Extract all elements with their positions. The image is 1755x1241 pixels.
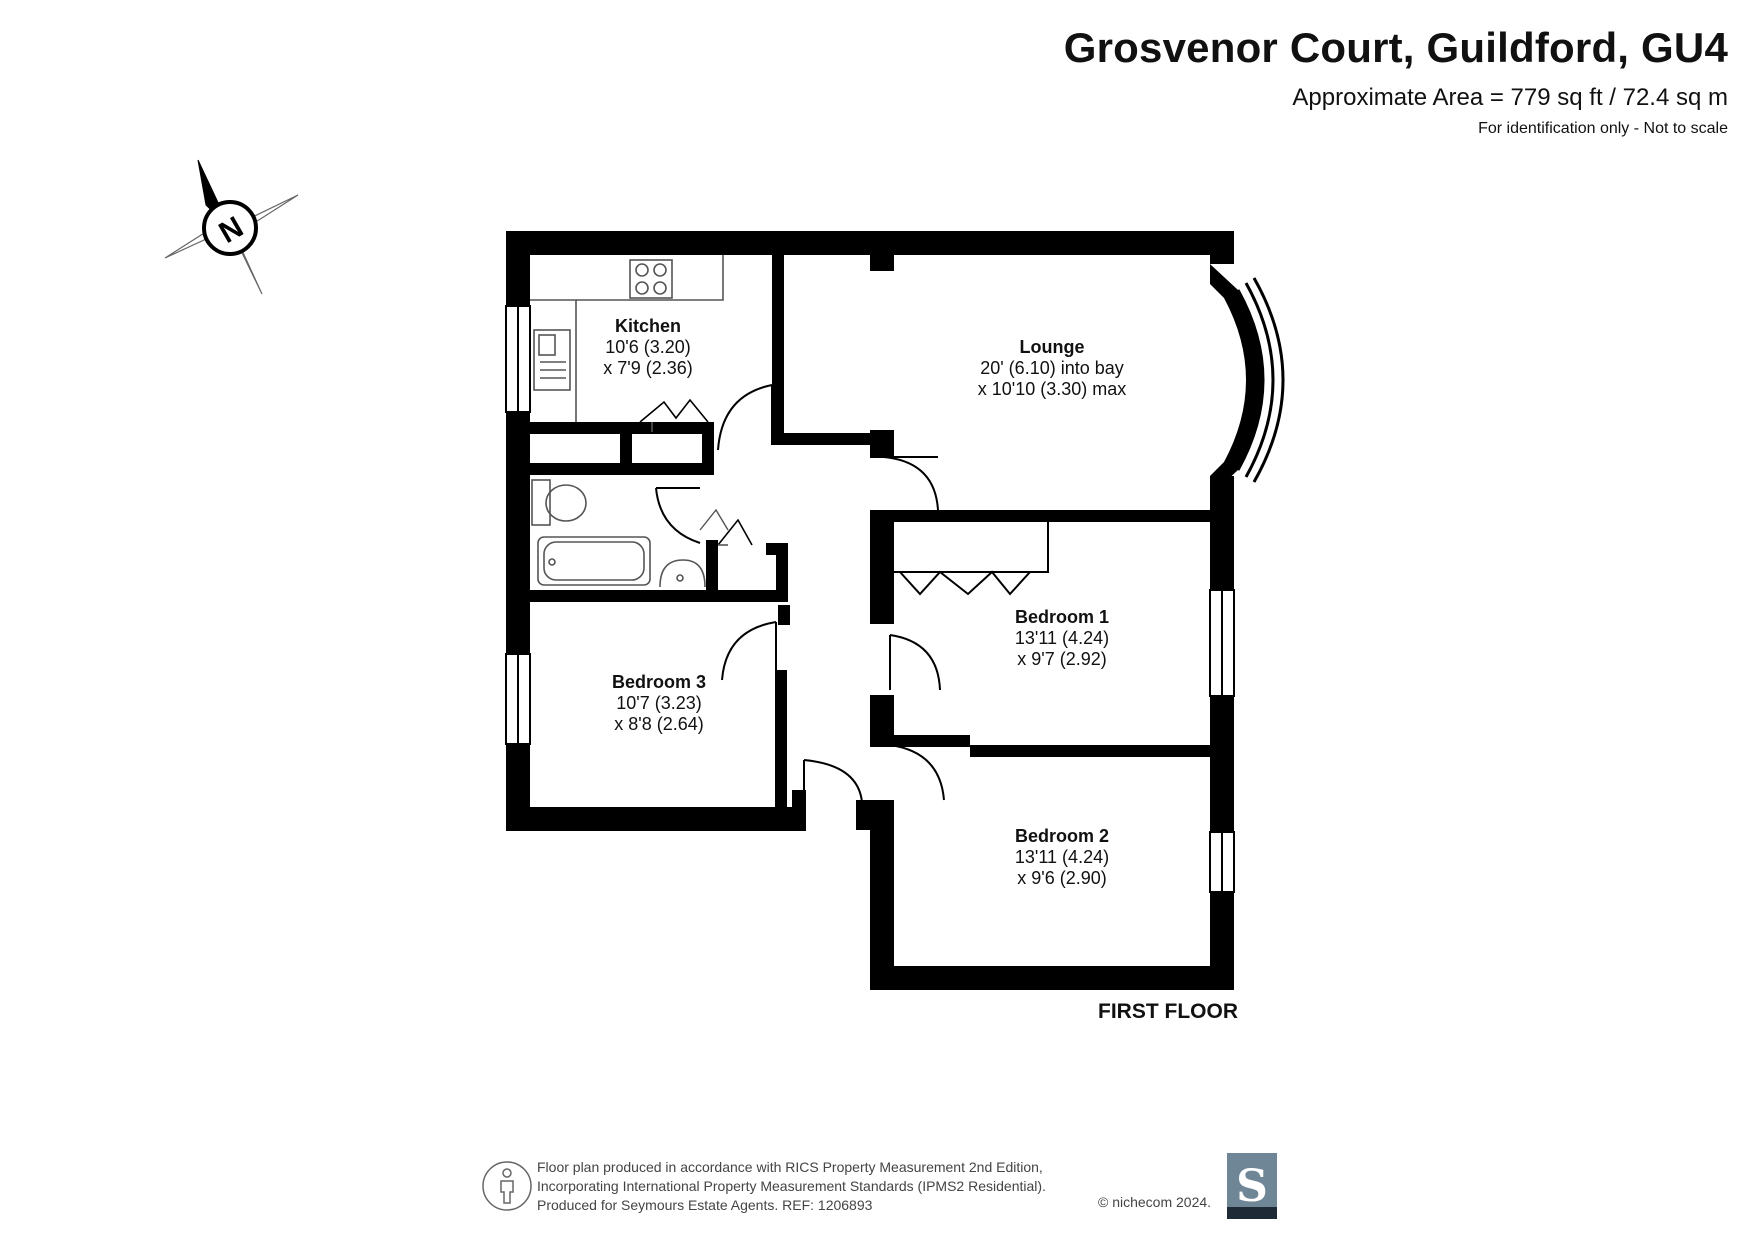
footer-line: Floor plan produced in accordance with R… bbox=[537, 1159, 1043, 1175]
logo-bar bbox=[1227, 1207, 1277, 1219]
door-swings bbox=[655, 384, 945, 803]
windows bbox=[505, 305, 1235, 893]
walls bbox=[506, 231, 1234, 990]
room-name: Bedroom 3 bbox=[611, 672, 707, 692]
room-dimension: 20' (6.10) into bay bbox=[980, 358, 1124, 378]
room-dimension: x 7'9 (2.36) bbox=[603, 358, 693, 378]
identification-note: For identification only - Not to scale bbox=[1478, 120, 1728, 137]
room-bedroom-1: Bedroom 1 13'11 (4.24) x 9'7 (2.92) bbox=[1015, 607, 1109, 670]
room-dimension: x 9'7 (2.92) bbox=[1017, 649, 1107, 669]
approximate-area: Approximate Area = 779 sq ft / 72.4 sq m bbox=[1292, 84, 1728, 111]
fixture-symbols bbox=[699, 508, 729, 531]
room-name: Kitchen bbox=[614, 316, 682, 336]
room-dimension: x 9'6 (2.90) bbox=[1017, 868, 1107, 888]
seymours-logo: S bbox=[1227, 1153, 1277, 1219]
kitchen-fittings bbox=[530, 255, 724, 432]
copyright-text: © nichecom 2024. bbox=[1098, 1194, 1212, 1210]
bay-window bbox=[1210, 264, 1285, 496]
plan-title: Grosvenor Court, Guildford, GU4 bbox=[1063, 24, 1728, 71]
room-bedroom-2: Bedroom 2 13'11 (4.24) x 9'6 (2.90) bbox=[1015, 826, 1109, 889]
room-dimension: 13'11 (4.24) bbox=[1014, 628, 1110, 648]
room-name: Lounge bbox=[1019, 337, 1085, 357]
logo-letter: S bbox=[1236, 1161, 1268, 1212]
person-measurement-icon bbox=[482, 1161, 532, 1211]
room-dimension: 10'7 (3.23) bbox=[616, 693, 702, 713]
floor-label: FIRST FLOOR bbox=[1098, 1000, 1238, 1023]
room-dimension: x 8'8 (2.64) bbox=[614, 714, 704, 734]
room-lounge: Lounge 20' (6.10) into bay x 10'10 (3.30… bbox=[978, 337, 1127, 400]
room-name: Bedroom 1 bbox=[1014, 607, 1110, 627]
wardrobe bbox=[894, 522, 1049, 596]
footer-text: Floor plan produced in accordance with R… bbox=[537, 1158, 1046, 1215]
room-dimension: 10'6 (3.20) bbox=[605, 337, 691, 357]
room-bedroom-3: Bedroom 3 10'7 (3.23) x 8'8 (2.64) bbox=[612, 672, 706, 735]
bathroom-fittings bbox=[531, 479, 753, 588]
room-dimension: x 10'10 (3.30) max bbox=[977, 379, 1127, 399]
room-name: Bedroom 2 bbox=[1014, 826, 1110, 846]
footer-line: Incorporating International Property Mea… bbox=[537, 1178, 1046, 1194]
room-dimension: 13'11 (4.24) bbox=[1014, 847, 1110, 867]
room-kitchen: Kitchen 10'6 (3.20) x 7'9 (2.36) bbox=[603, 316, 692, 379]
compass-icon: N bbox=[164, 159, 299, 295]
footer-line: Produced for Seymours Estate Agents. REF… bbox=[537, 1197, 873, 1213]
